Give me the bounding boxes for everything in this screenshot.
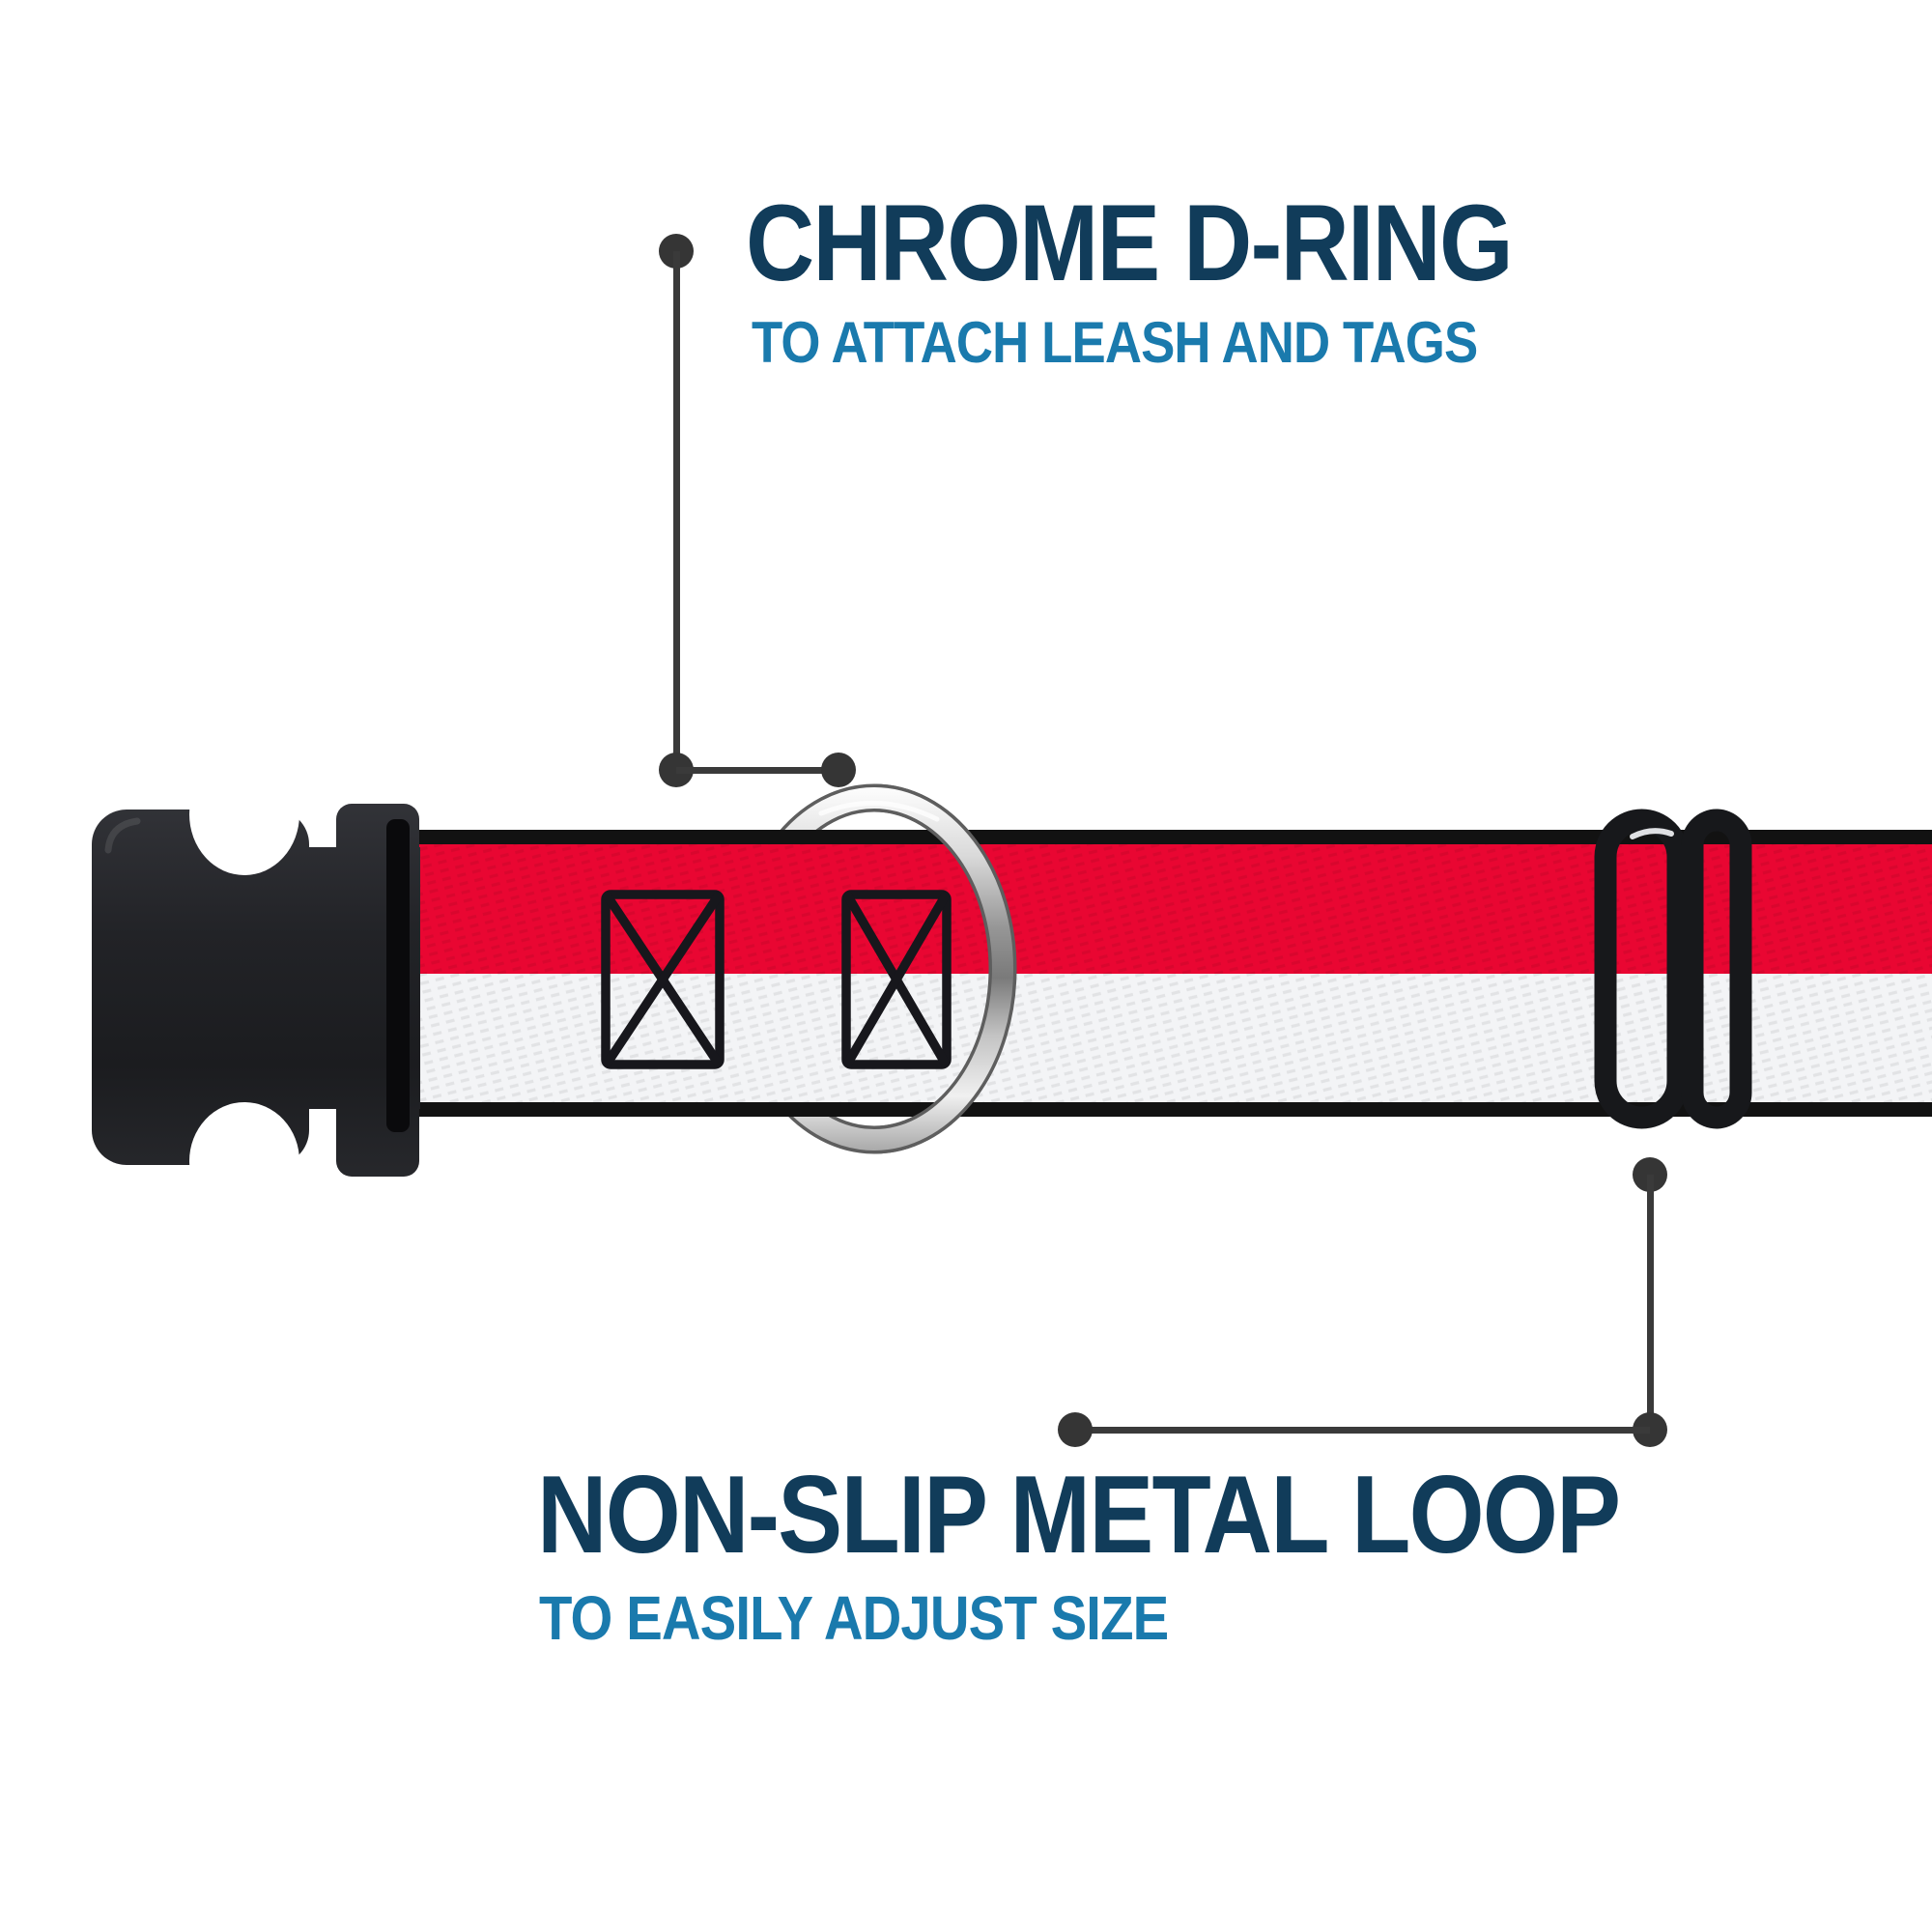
stitch-boxes <box>601 890 952 1069</box>
dring-subtitle: TO ATTACH LEASH AND TAGS <box>752 310 1478 375</box>
stitch-box-right <box>841 890 952 1069</box>
stitch-box-left <box>601 890 724 1069</box>
dring-title: CHROME D-RING <box>746 183 1514 303</box>
loop-callout-dot-end <box>1058 1412 1093 1447</box>
side-release-buckle <box>92 753 420 1220</box>
dring-callout-dot-target <box>821 753 856 787</box>
dring-callout-vline <box>673 251 680 770</box>
loop-callout-hline <box>1075 1427 1650 1434</box>
d-ring-front <box>818 783 1017 1154</box>
buckle-top-notch <box>189 753 299 875</box>
loop-subtitle: TO EASILY ADJUST SIZE <box>539 1583 1169 1653</box>
buckle-bottom-notch <box>189 1102 299 1220</box>
loop-callout-vline <box>1647 1175 1654 1430</box>
dring-callout-hline <box>676 767 838 774</box>
loop-title: NON-SLIP METAL LOOP <box>537 1454 1621 1577</box>
slide-loop <box>1594 809 1752 1129</box>
buckle-slot <box>386 819 410 1132</box>
